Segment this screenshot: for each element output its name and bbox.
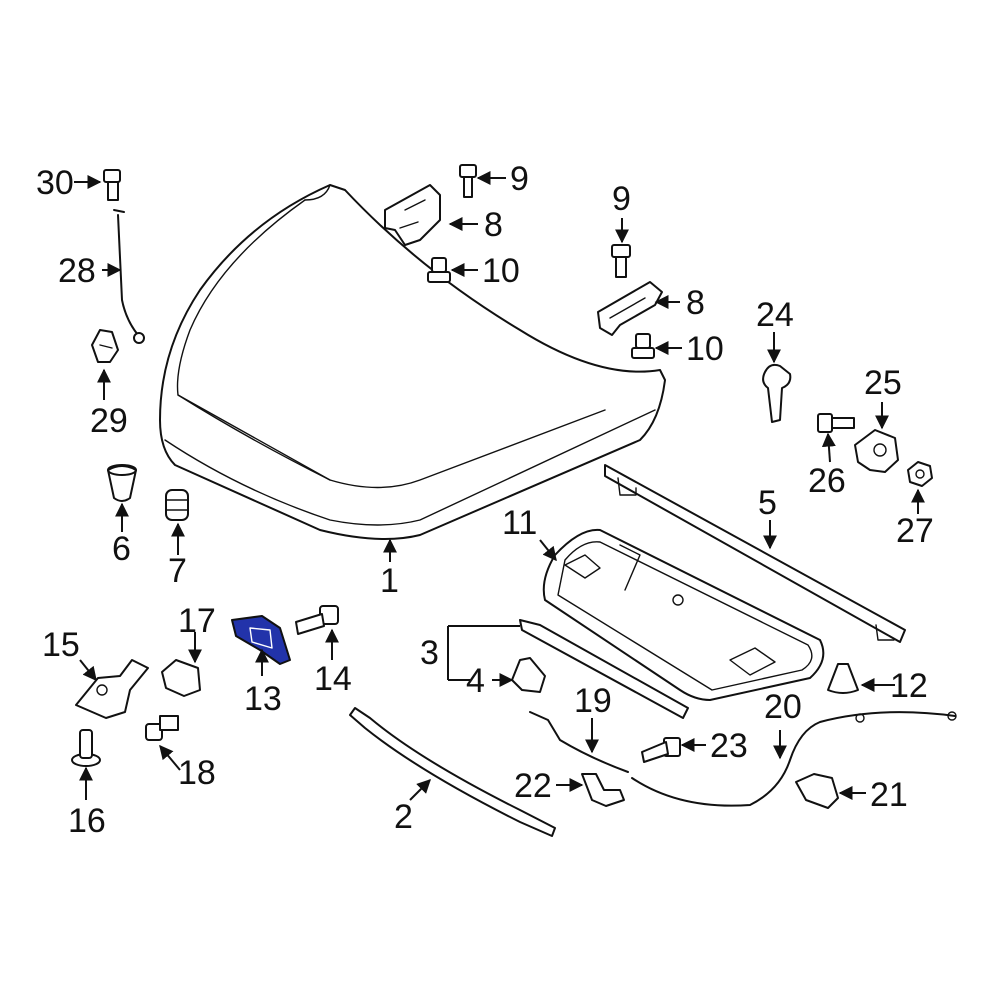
seal-clip[interactable] — [511, 657, 546, 693]
callout-8-left: 8 — [484, 206, 503, 244]
callout-27: 27 — [896, 512, 934, 550]
highlighted-bracket[interactable] — [231, 615, 291, 665]
callout-11: 11 — [502, 504, 537, 542]
callout-8-right: 8 — [686, 284, 705, 322]
hood-bumper-cushion[interactable] — [107, 464, 137, 502]
callout-9-left: 9 — [510, 160, 529, 198]
callout-1: 1 — [380, 562, 399, 600]
hood-hinge-left[interactable] — [384, 184, 441, 246]
callout-2: 2 — [394, 798, 413, 836]
callout-22: 22 — [514, 767, 552, 805]
prop-rod-bolt[interactable] — [103, 169, 121, 201]
hood-prop-rod[interactable] — [113, 209, 145, 344]
support-bracket[interactable] — [161, 659, 201, 697]
prop-rod-holder[interactable] — [91, 329, 119, 363]
release-handle[interactable] — [581, 773, 625, 807]
mounting-bracket[interactable] — [75, 659, 149, 719]
hood-seal-rear[interactable] — [604, 464, 906, 643]
callout-21: 21 — [870, 776, 908, 814]
callout-13: 13 — [244, 680, 282, 718]
callout-labels: 1 2 3 4 5 6 7 8 8 9 9 10 10 11 12 13 14 … — [36, 160, 934, 840]
callout-9-right: 9 — [612, 180, 631, 218]
hinge-bolt-left[interactable] — [459, 164, 477, 198]
cable-clip[interactable] — [795, 773, 839, 809]
hood-weatherstrip-lower[interactable] — [349, 707, 556, 837]
latch-bolt[interactable] — [817, 413, 855, 433]
callout-30: 30 — [36, 164, 74, 202]
hood-hinge-right[interactable] — [597, 281, 663, 336]
hood-stop[interactable] — [165, 489, 189, 521]
release-cable-rear[interactable] — [631, 711, 957, 807]
callout-19: 19 — [574, 682, 612, 720]
hinge-bolt-lower-left[interactable] — [427, 257, 451, 283]
hood-latch-assembly[interactable] — [854, 429, 899, 473]
callout-3: 3 — [420, 634, 439, 672]
hinge-bolt-lower-right[interactable] — [631, 333, 655, 359]
callout-18: 18 — [178, 754, 216, 792]
callout-10-left: 10 — [482, 252, 520, 290]
callout-5: 5 — [758, 484, 777, 522]
insulator-clip[interactable] — [827, 663, 859, 694]
callout-7: 7 — [168, 552, 187, 590]
push-clip[interactable] — [71, 729, 101, 767]
callout-17: 17 — [178, 602, 216, 640]
callout-29: 29 — [90, 402, 128, 440]
callout-24: 24 — [756, 296, 794, 334]
hood-panel[interactable] — [159, 184, 666, 540]
callout-10-right: 10 — [686, 330, 724, 368]
callout-25: 25 — [864, 364, 902, 402]
callout-15: 15 — [42, 626, 80, 664]
hood-seal-front[interactable] — [519, 619, 689, 719]
callout-26: 26 — [808, 462, 846, 500]
callout-28: 28 — [58, 252, 96, 290]
callout-4: 4 — [466, 662, 485, 700]
latch-nut[interactable] — [907, 461, 933, 487]
hood-latch-striker[interactable] — [762, 363, 792, 423]
release-cable-front[interactable] — [529, 711, 629, 773]
bracket-screw[interactable] — [145, 715, 179, 741]
callout-20: 20 — [764, 688, 802, 726]
hood-insulator[interactable] — [542, 528, 825, 701]
callout-12: 12 — [890, 667, 928, 705]
callout-23: 23 — [710, 727, 748, 765]
handle-bolt[interactable] — [641, 737, 681, 763]
leader-lines — [74, 171, 925, 801]
callout-6: 6 — [112, 530, 131, 568]
callout-14: 14 — [314, 660, 352, 698]
bracket-bolt[interactable] — [295, 605, 339, 635]
hinge-bolt-right[interactable] — [611, 244, 631, 278]
callout-16: 16 — [68, 802, 106, 840]
